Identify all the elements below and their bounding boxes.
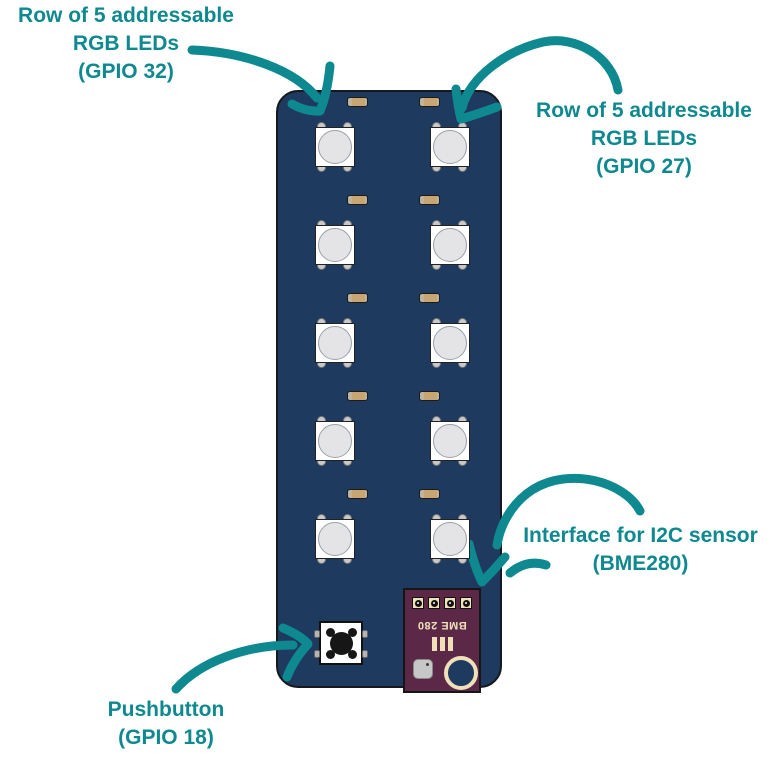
led-lens xyxy=(433,424,467,458)
rgb-led xyxy=(315,416,355,466)
sensor-chip xyxy=(413,659,433,679)
header-pad xyxy=(428,597,440,609)
resistor xyxy=(419,195,440,205)
led-lens xyxy=(433,228,467,262)
resistor xyxy=(347,293,368,303)
button-corner-pin xyxy=(348,650,357,659)
label-line: RGB LEDs xyxy=(590,127,698,150)
silkscreen-bar xyxy=(440,637,445,651)
button-plunger xyxy=(330,632,353,655)
pcb-board: BME 280 xyxy=(276,90,502,693)
rgb-led xyxy=(430,122,470,172)
pin-hole xyxy=(430,599,438,607)
resistor xyxy=(419,391,440,401)
resistor xyxy=(419,293,440,303)
led-lens xyxy=(433,130,467,164)
label-pushbutton-gpio18: Pushbutton (GPIO 18) xyxy=(40,696,292,752)
pin-hole xyxy=(462,599,470,607)
resistor xyxy=(419,97,440,107)
led-lens xyxy=(318,424,352,458)
pin-hole xyxy=(446,599,454,607)
label-led-row-gpio32: Row of 5 addressable RGB LEDs (GPIO 32) xyxy=(0,2,252,86)
header-pad xyxy=(444,597,456,609)
button-corner-pin xyxy=(326,628,335,637)
button-leg xyxy=(314,630,320,638)
label-line: (GPIO 27) xyxy=(596,155,692,178)
rgb-led xyxy=(315,318,355,368)
rgb-led xyxy=(430,416,470,466)
silkscreen-bar xyxy=(432,637,437,651)
pin-hole xyxy=(414,599,422,607)
resistor xyxy=(347,391,368,401)
button-corner-pin xyxy=(326,650,335,659)
rgb-led xyxy=(315,514,355,564)
label-line: Interface for I2C sensor xyxy=(523,524,758,547)
label-line: (BME280) xyxy=(592,552,689,575)
pushbutton xyxy=(314,621,368,665)
button-corner-pin xyxy=(348,628,357,637)
led-lens xyxy=(318,326,352,360)
button-leg xyxy=(362,630,368,638)
led-lens xyxy=(318,522,352,556)
label-line: (GPIO 32) xyxy=(78,60,174,83)
rgb-led xyxy=(315,220,355,270)
resistor xyxy=(347,489,368,499)
label-line: Pushbutton xyxy=(107,698,225,721)
led-lens xyxy=(318,130,352,164)
led-lens xyxy=(433,326,467,360)
mounting-hole xyxy=(444,656,478,690)
button-leg xyxy=(314,650,320,658)
header-pad xyxy=(412,597,424,609)
label-line: RGB LEDs xyxy=(72,32,180,55)
label-line: Row of 5 addressable xyxy=(536,99,752,122)
bme280-silkscreen-text: BME 280 xyxy=(417,619,467,631)
led-lens xyxy=(318,228,352,262)
header-pad xyxy=(460,597,472,609)
button-leg xyxy=(362,650,368,658)
rgb-led xyxy=(430,318,470,368)
rgb-led xyxy=(315,122,355,172)
rgb-led xyxy=(430,220,470,270)
silkscreen-bar xyxy=(448,637,453,651)
label-led-row-gpio27: Row of 5 addressable RGB LEDs (GPIO 27) xyxy=(508,97,780,181)
label-i2c-interface: Interface for I2C sensor (BME280) xyxy=(498,522,783,578)
resistor xyxy=(347,195,368,205)
rgb-led xyxy=(430,514,470,564)
led-lens xyxy=(433,522,467,556)
resistor xyxy=(347,97,368,107)
label-line: (GPIO 18) xyxy=(118,726,214,749)
label-line: Row of 5 addressable xyxy=(18,4,234,27)
resistor xyxy=(419,489,440,499)
bme280-module: BME 280 xyxy=(403,588,481,693)
